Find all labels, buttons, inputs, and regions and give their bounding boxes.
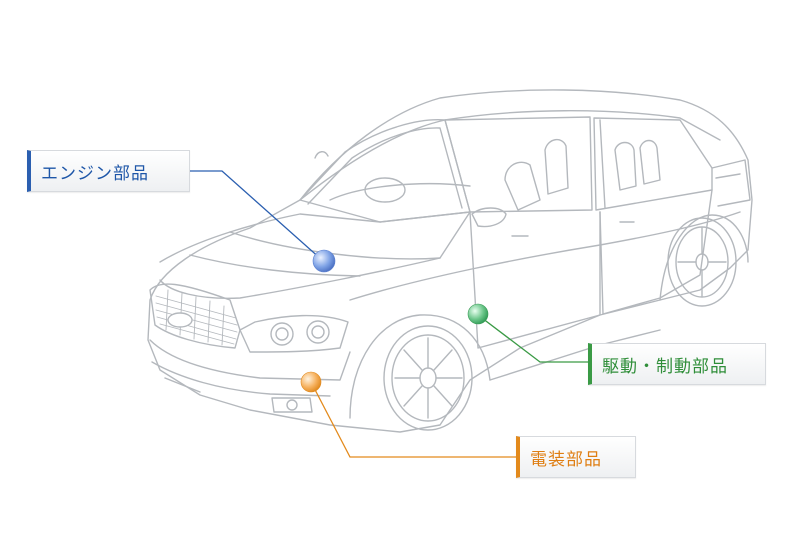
hood xyxy=(159,211,471,300)
rear-door xyxy=(599,189,713,315)
car-outline xyxy=(147,89,753,433)
marker-drive[interactable] xyxy=(467,303,489,325)
leader-line-electrical xyxy=(310,381,516,458)
front-bumper xyxy=(149,339,351,381)
front-door-window xyxy=(444,116,593,213)
rear-wheel xyxy=(667,217,737,307)
car-body xyxy=(147,89,753,433)
marker-engine[interactable] xyxy=(312,249,336,273)
leader-line-engine xyxy=(190,170,323,261)
leader-lines xyxy=(190,170,588,458)
drive-brake-parts-label[interactable]: 駆動・制動部品 xyxy=(588,343,766,385)
electrical-parts-label[interactable]: 電装部品 xyxy=(516,436,636,478)
engine-parts-label[interactable]: エンジン部品 xyxy=(27,150,190,192)
rear-door-window xyxy=(593,117,713,211)
headlight xyxy=(239,314,349,353)
front-wheel-arch xyxy=(349,314,491,419)
car-roof xyxy=(299,110,721,201)
front-door xyxy=(469,211,601,349)
markers xyxy=(300,249,489,393)
front-wheel xyxy=(383,325,473,431)
front-grille xyxy=(149,283,241,349)
marker-electrical[interactable] xyxy=(300,371,322,393)
leader-line-drive xyxy=(477,314,588,363)
